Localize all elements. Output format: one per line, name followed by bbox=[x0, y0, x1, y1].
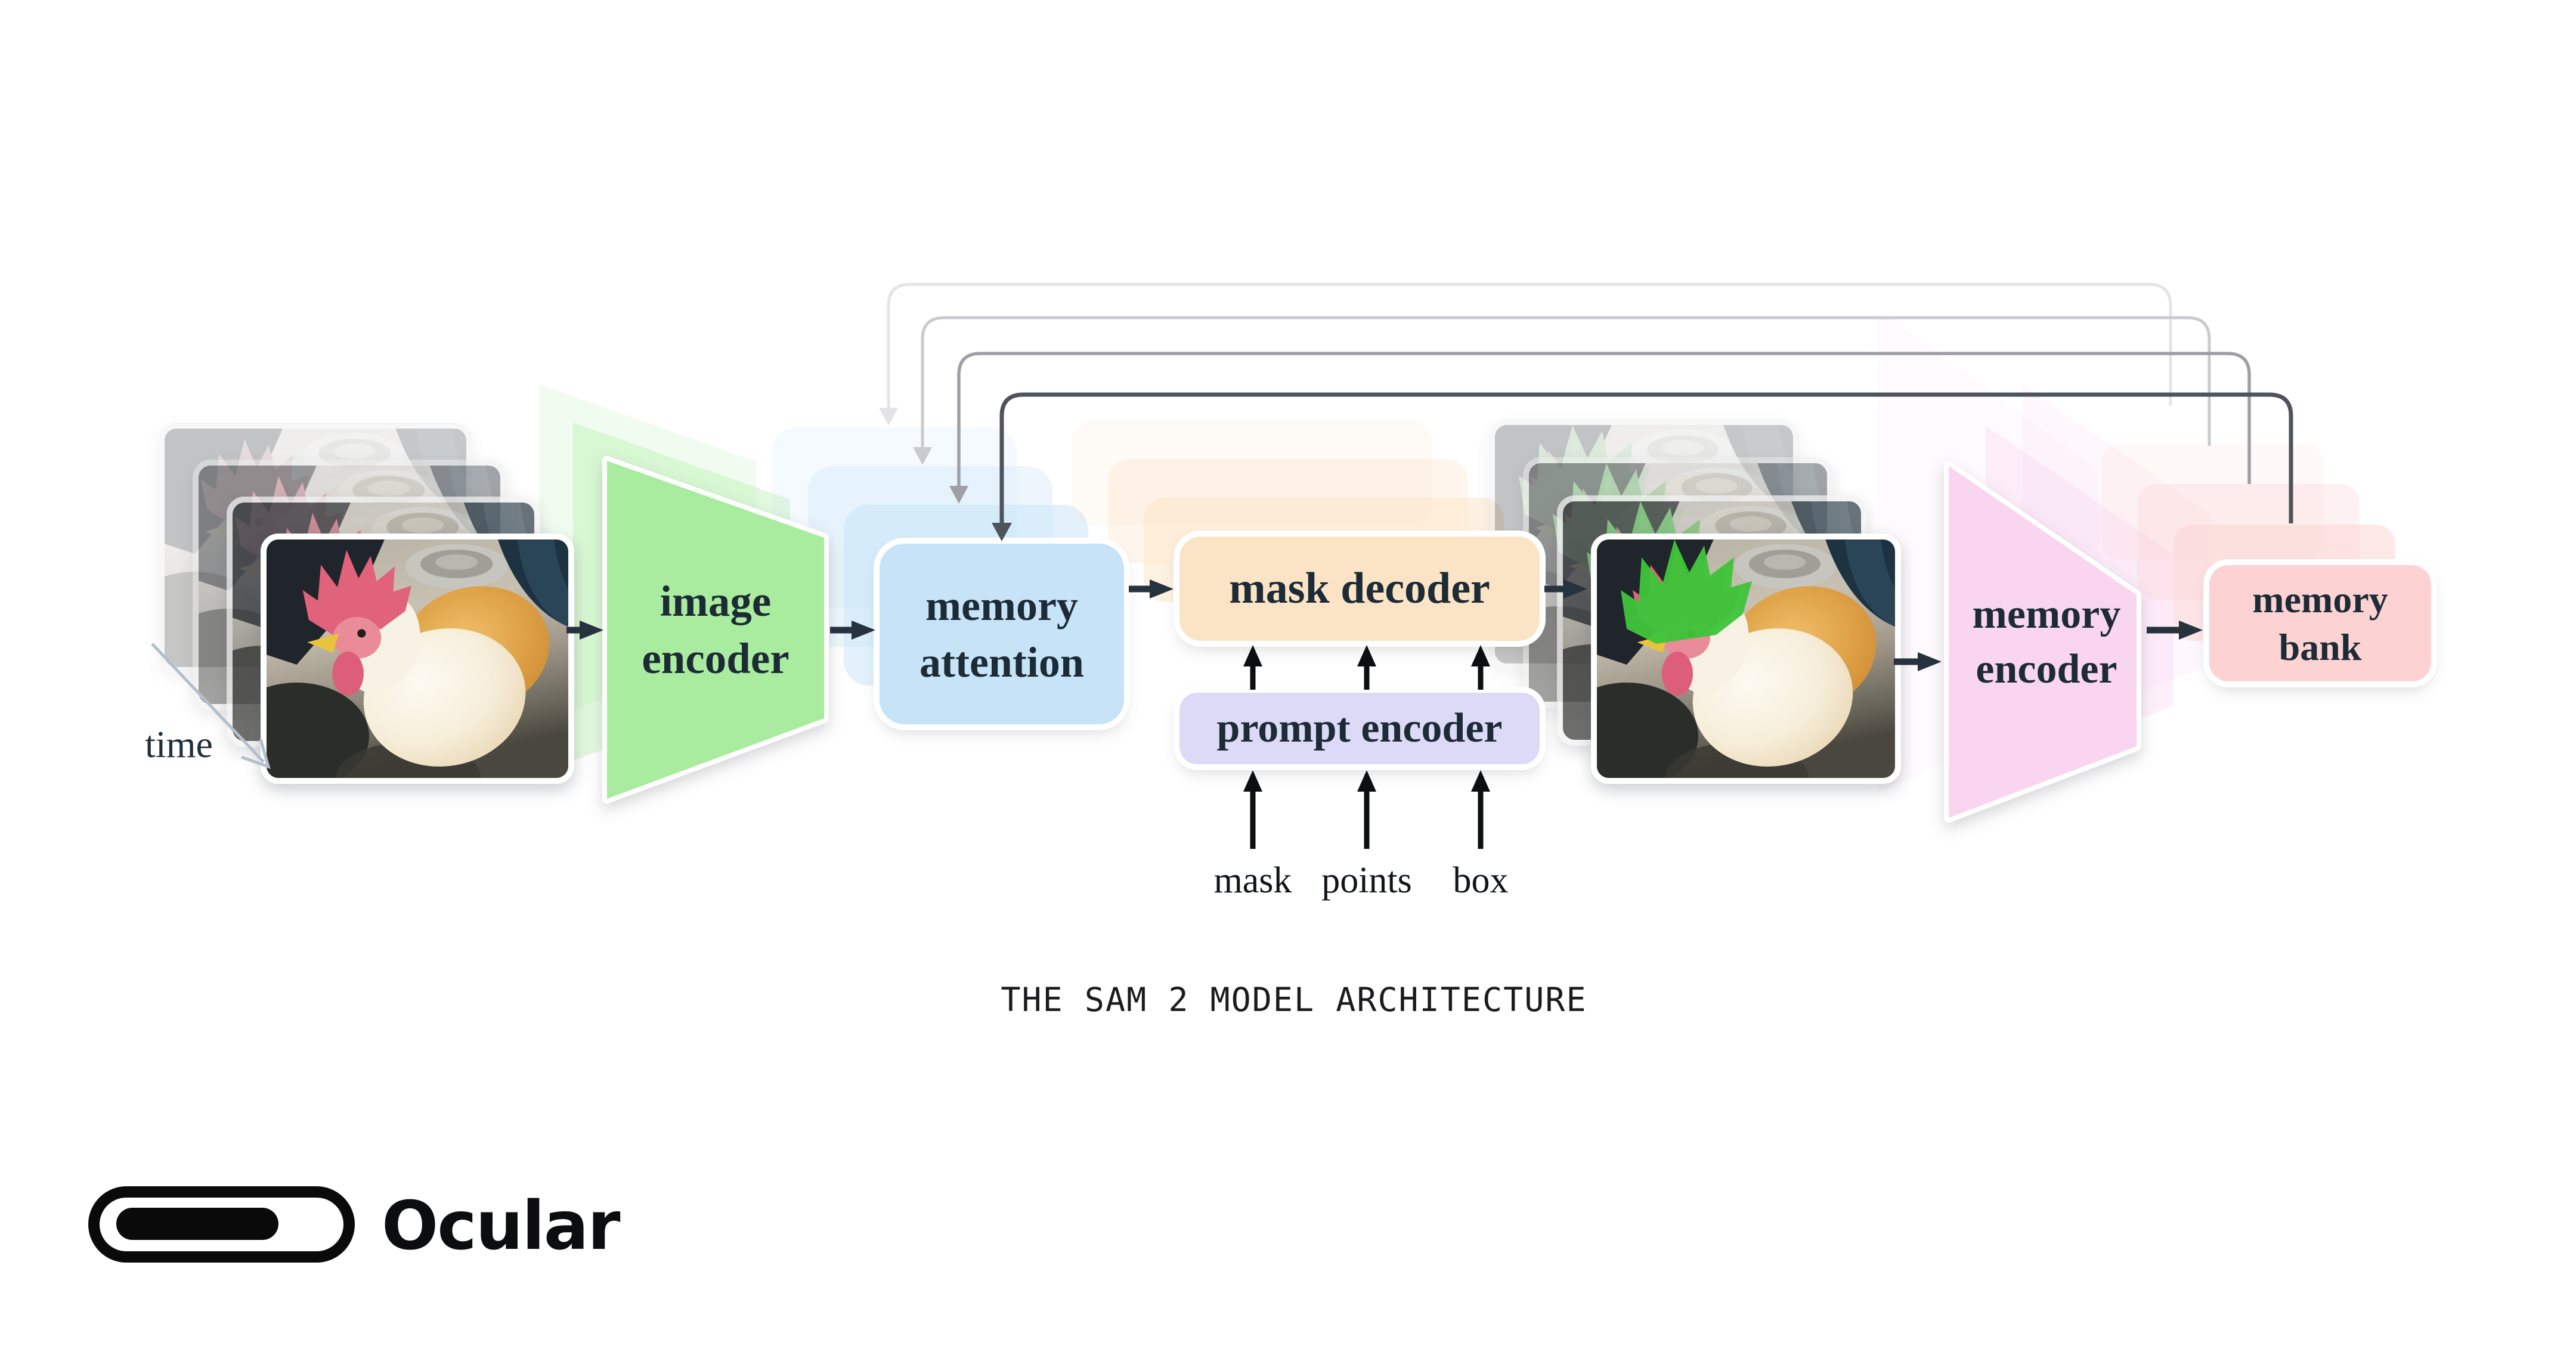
memory-encoder-label: memory bbox=[1972, 591, 2121, 637]
prompt-input-box: box bbox=[1453, 860, 1509, 901]
prompt-input-points: points bbox=[1321, 860, 1412, 901]
time-label: time bbox=[145, 723, 213, 765]
memory-attention-label: memory bbox=[925, 581, 1078, 630]
prompt-encoder-label: prompt encoder bbox=[1216, 705, 1503, 751]
segmentation-mask-overlay bbox=[1621, 539, 1752, 644]
mask-decoder-label: mask decoder bbox=[1229, 564, 1490, 613]
rooster-wattle bbox=[1662, 652, 1693, 696]
input-frame-current bbox=[261, 534, 574, 784]
memory-encoder-block: memory encoder bbox=[1973, 587, 2121, 697]
image-encoder-block: image encoder bbox=[642, 573, 789, 687]
memory-encoder-ghost bbox=[1878, 310, 2099, 793]
rooster-comb bbox=[302, 550, 411, 635]
image-encoder-label: image bbox=[660, 577, 772, 625]
rooster-photo bbox=[267, 539, 568, 778]
rooster-eye bbox=[357, 629, 366, 638]
memory-bank-block: memory bank bbox=[2209, 565, 2431, 681]
memory-bank-label: bank bbox=[2278, 625, 2362, 668]
output-frame-current bbox=[1591, 534, 1901, 784]
rooster-beak bbox=[307, 633, 339, 653]
prompt-input-mask: mask bbox=[1213, 860, 1292, 901]
prompt-encoder-block: prompt encoder bbox=[1179, 693, 1540, 764]
memory-attention-block: memory attention bbox=[880, 544, 1124, 724]
ocular-logo-icon bbox=[88, 1186, 355, 1263]
ocular-logo-pill-fill bbox=[116, 1208, 278, 1240]
rooster-wattle bbox=[332, 652, 364, 696]
shadow bbox=[267, 683, 370, 778]
rooster-photo bbox=[1597, 539, 1895, 778]
rooster-face bbox=[333, 617, 382, 659]
memory-attention-label: attention bbox=[919, 638, 1084, 686]
memory-bank-label: memory bbox=[2252, 578, 2388, 621]
brand-name: Ocular bbox=[382, 1187, 621, 1265]
memory-encoder-label: encoder bbox=[1976, 646, 2117, 692]
shadow bbox=[1597, 683, 1698, 778]
image-encoder-label: encoder bbox=[642, 634, 789, 683]
mask-decoder-block: mask decoder bbox=[1179, 537, 1540, 641]
figure-caption: THE SAM 2 MODEL ARCHITECTURE bbox=[1001, 981, 1587, 1019]
